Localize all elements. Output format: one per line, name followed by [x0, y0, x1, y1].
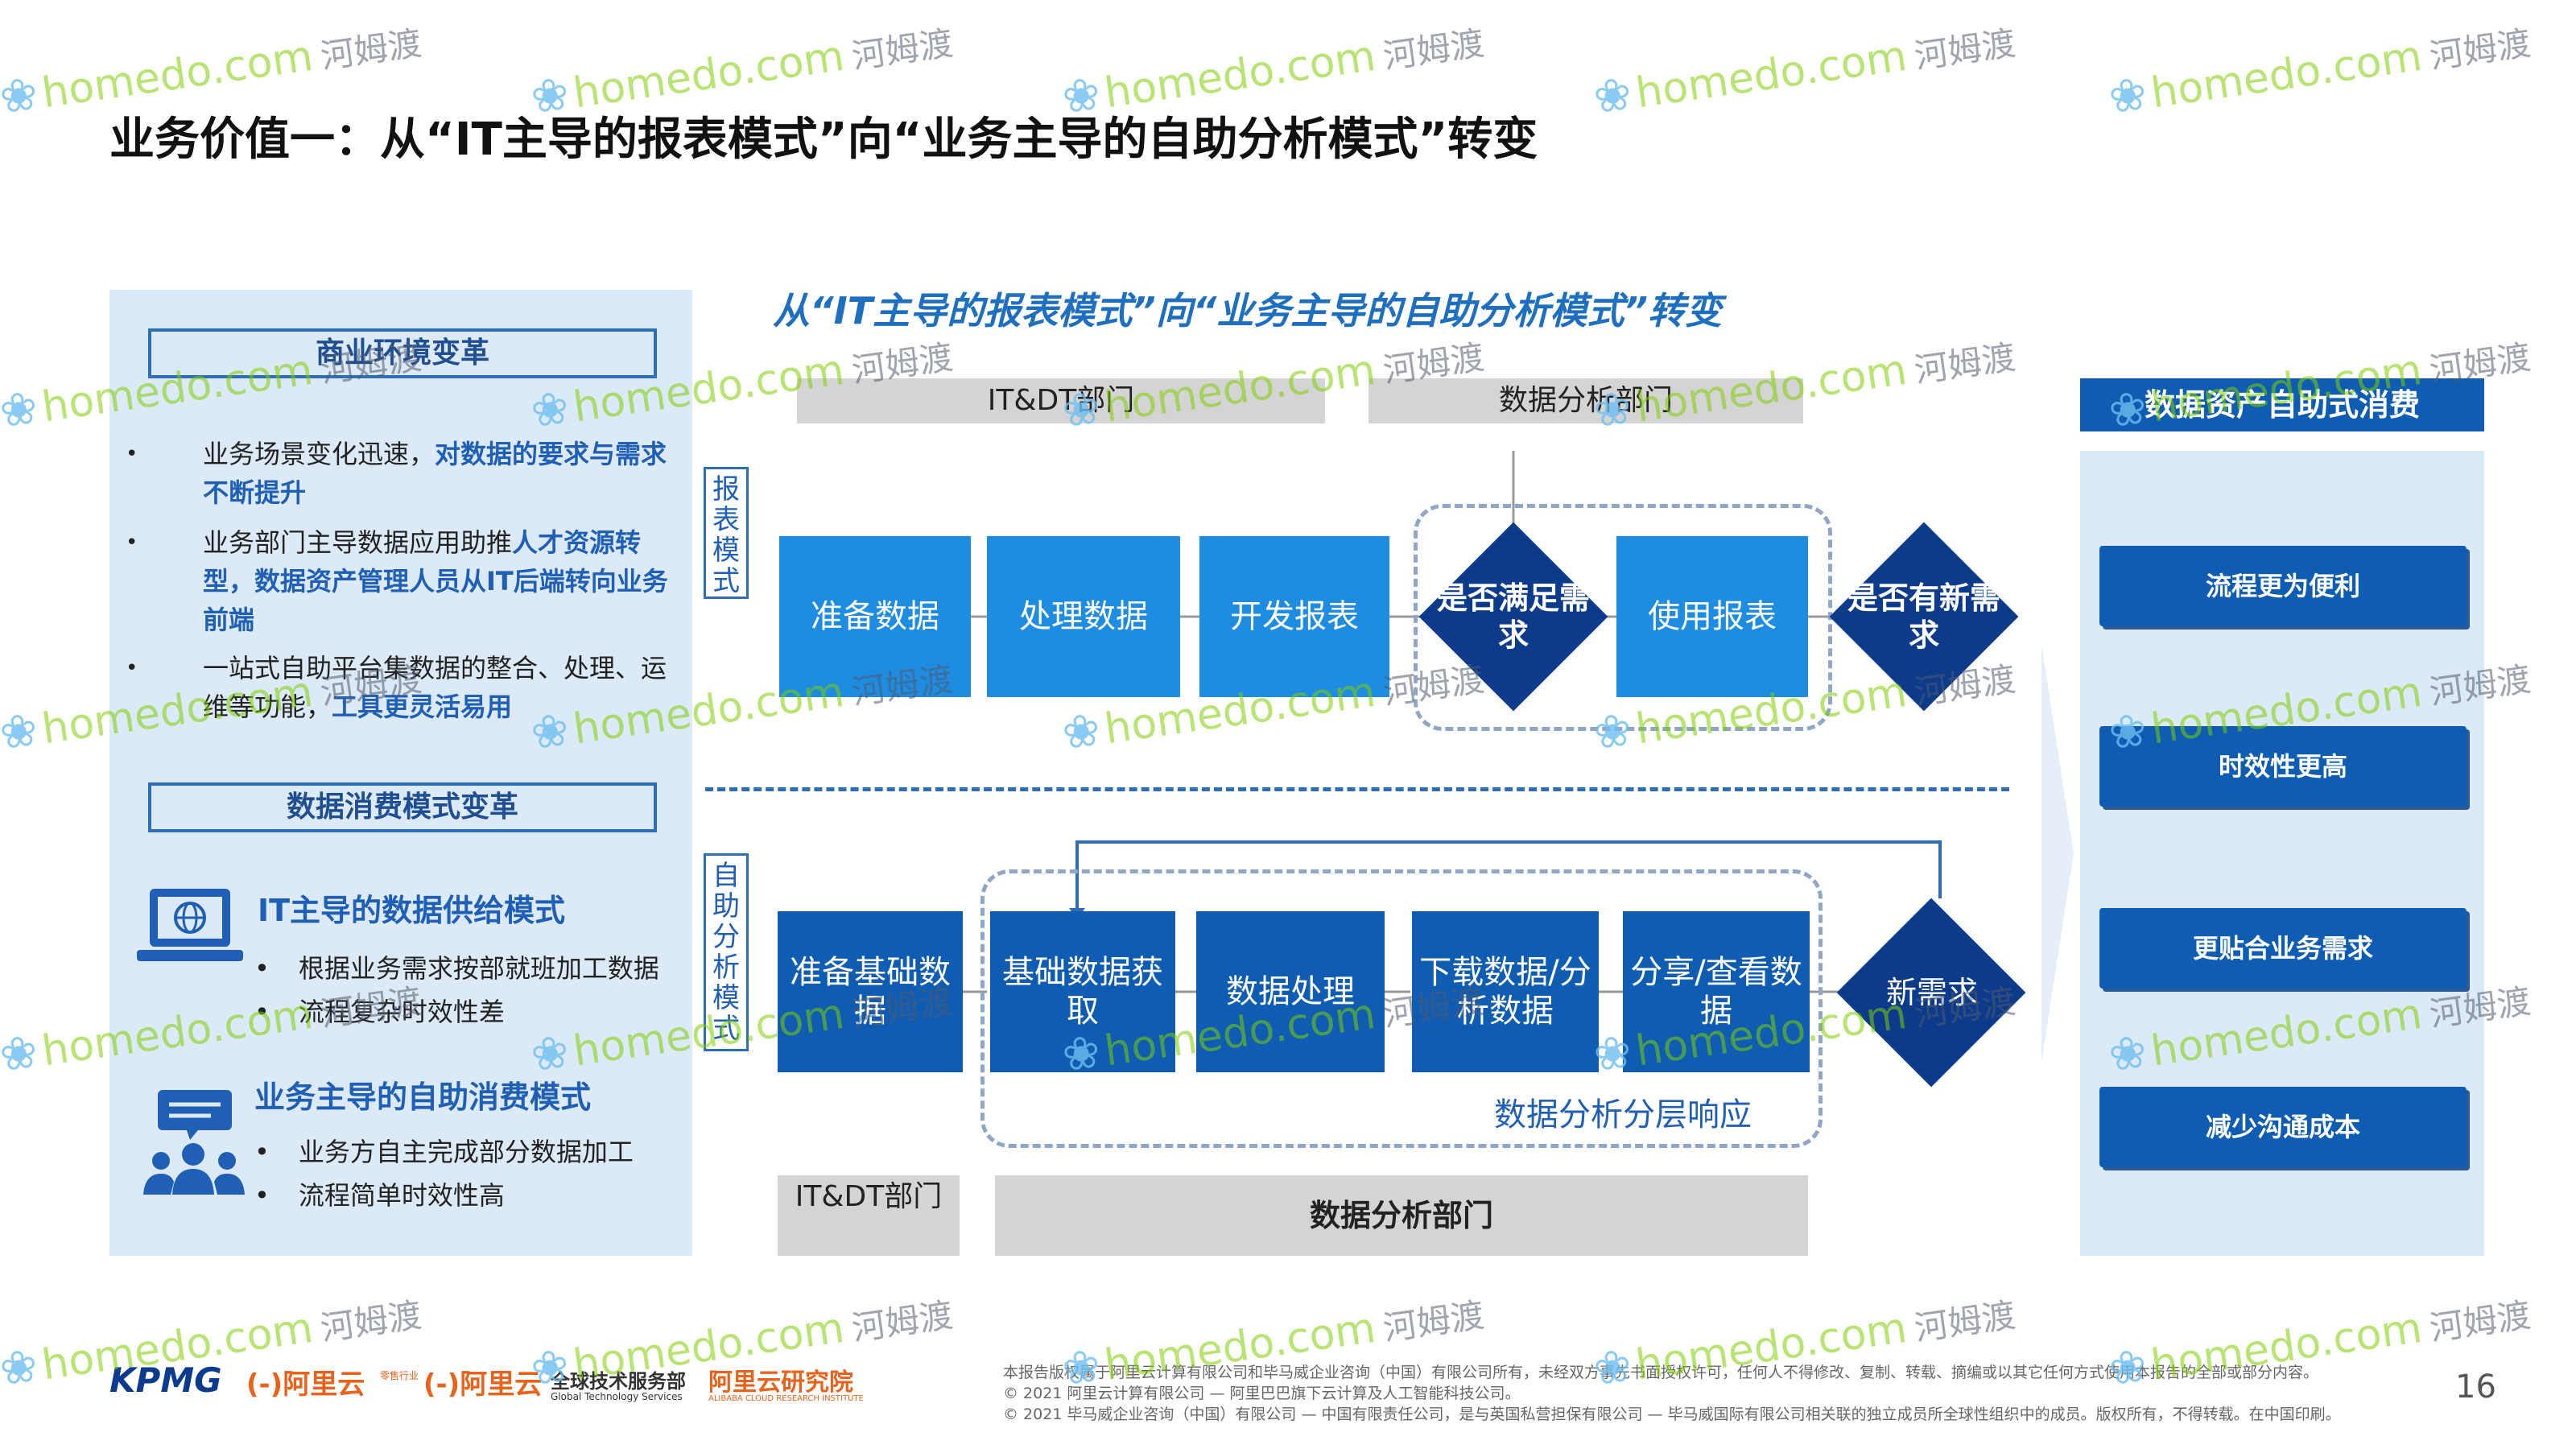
mode2-item-2: •流程简单时效性高 — [254, 1180, 505, 1211]
page-number: 16 — [2455, 1368, 2496, 1406]
report-step-process: 处理数据 — [987, 536, 1180, 697]
self-step-analyze: 下载数据/分析数据 — [1412, 911, 1599, 1072]
center-title: 从“IT主导的报表模式”向“业务主导的自助分析模式”转变 — [773, 289, 1722, 332]
self-mode-label: 自助分析模式 — [704, 853, 749, 1051]
report-mode-label: 报表模式 — [704, 467, 749, 599]
layered-response-note: 数据分析分层响应 — [1494, 1096, 1752, 1133]
report-step-develop: 开发报表 — [1199, 536, 1389, 697]
right-panel: 流程更为便利 时效性更高 更贴合业务需求 减少沟通成本 — [2080, 451, 2484, 1256]
mode2-item-1: •业务方自主完成部分数据加工 — [254, 1137, 634, 1167]
report-step-prepare: 准备数据 — [779, 536, 971, 697]
benefit-timely: 时效性更高 — [2099, 726, 2467, 807]
self-step-acquire: 基础数据获取 — [990, 911, 1175, 1072]
kpmg-logo: KPMG — [109, 1360, 222, 1400]
left-panel: 商业环境变革 • 业务场景变化迅速，对数据的要求与需求不断提升 • 业务部门主导… — [109, 290, 692, 1256]
bottom-dept-analysis: 数据分析部门 — [995, 1175, 1808, 1256]
left-bullet-1: • 业务场景变化迅速，对数据的要求与需求不断提升 — [126, 439, 667, 508]
benefit-business-fit: 更贴合业务需求 — [2099, 908, 2467, 989]
aliyun-research-logo: 阿里云研究院 — [708, 1368, 853, 1397]
self-step-process: 数据处理 — [1196, 911, 1385, 1072]
self-decision-text: 新需求 — [1885, 975, 1978, 1010]
report-decision-1-text: 是否满足需求 — [1436, 580, 1590, 653]
mode1-item-2: •流程复杂时效性差 — [254, 997, 505, 1027]
people-chat-icon — [143, 1090, 245, 1195]
aliyun-gts-logo: (-)阿里云 — [423, 1368, 543, 1401]
section-title-consumption: 数据消费模式变革 — [148, 782, 657, 832]
aliyun-gts-text: 全球技术服务部 — [551, 1370, 686, 1393]
mode1-item-1: •根据业务需求按部就班加工数据 — [254, 953, 659, 984]
section-title-business: 商业环境变革 — [148, 328, 657, 378]
transition-arrow — [2041, 644, 2074, 1063]
footer-copyright-1: 本报告版权属于阿里云计算有限公司和毕马威企业咨询（中国）有限公司所有，未经双方事… — [1003, 1364, 2319, 1381]
left-bullet-2: • 业务部门主导数据应用助推人才资源转型，数据资产管理人员从IT后端转向业务前端 — [126, 527, 668, 635]
mode2-title: 业务主导的自助消费模式 — [254, 1080, 592, 1115]
footer-copyright-2: © 2021 阿里云计算有限公司 — 阿里巴巴旗下云计算及人工智能科技公司。 — [1003, 1385, 1521, 1402]
laptop-globe-icon — [137, 889, 243, 961]
report-decision-2-text: 是否有新需求 — [1847, 580, 2000, 653]
top-dept-analysis: 数据分析部门 — [1368, 378, 1803, 423]
self-step-prepare-base: 准备基础数据 — [778, 911, 963, 1072]
aliyun-retail-sub: 零售行业 — [380, 1370, 419, 1381]
aliyun-gts-sub: Global Technology Services — [551, 1391, 683, 1402]
right-panel-title: 数据资产自助式消费 — [2080, 378, 2484, 431]
page-title: 业务价值一：从“IT主导的报表模式”向“业务主导的自助分析模式”转变 — [109, 114, 1538, 166]
top-dept-it: IT&DT部门 — [797, 378, 1325, 423]
footer-copyright-3: © 2021 毕马威企业咨询（中国）有限公司 — 中国有限责任公司，是与英国私营… — [1003, 1406, 2341, 1423]
benefit-convenient: 流程更为便利 — [2099, 546, 2467, 626]
bottom-dept-it: IT&DT部门 — [778, 1175, 960, 1256]
report-step-use: 使用报表 — [1616, 536, 1808, 697]
layered-response-box — [980, 869, 1823, 1148]
left-bullet-3: • 一站式自助平台集数据的整合、处理、运维等功能，工具更灵活易用 — [126, 653, 667, 722]
self-step-share: 分享/查看数据 — [1623, 911, 1810, 1072]
aliyun-research-sub: ALIBABA CLOUD RESEARCH INSTITUTE — [708, 1394, 864, 1403]
benefit-less-communication: 减少沟通成本 — [2099, 1087, 2467, 1167]
mode-separator — [705, 787, 2009, 791]
aliyun-retail-logo: (-)阿里云 — [246, 1368, 365, 1401]
mode1-title: IT主导的数据供给模式 — [258, 893, 566, 928]
